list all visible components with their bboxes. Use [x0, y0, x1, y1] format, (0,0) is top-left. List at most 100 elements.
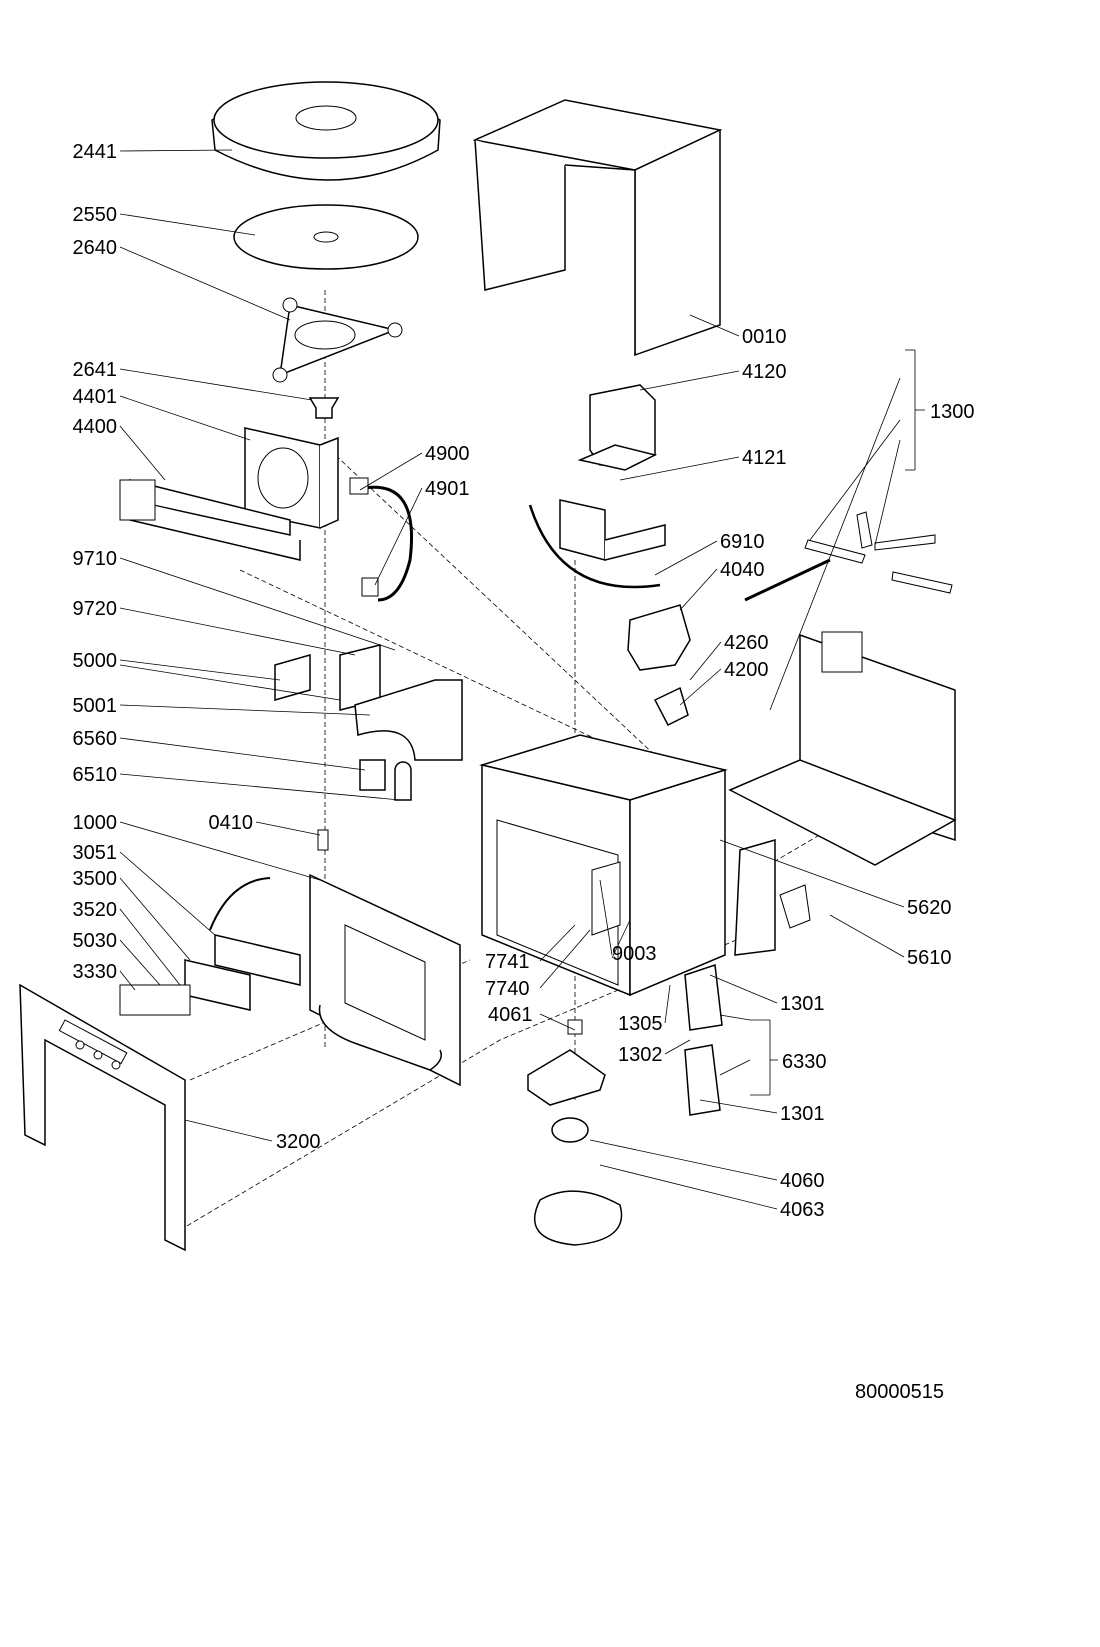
leader-line	[664, 1039, 691, 1055]
part-5610-switch	[779, 884, 811, 929]
leader-line	[119, 557, 396, 651]
leader-line	[599, 1164, 778, 1210]
part-5620-cover	[734, 839, 776, 956]
leader-line	[589, 1139, 778, 1181]
leader-line	[119, 659, 281, 681]
part-number-label: 0010	[742, 326, 787, 348]
leader-line	[709, 974, 778, 1004]
callout: 0010	[689, 314, 787, 348]
part-number-label: 6510	[73, 764, 118, 786]
part-number-label: 1305	[618, 1013, 663, 1035]
part-number-label: 2640	[73, 237, 118, 259]
leader-line	[119, 664, 341, 701]
part-0010-outer-casing	[472, 99, 723, 357]
leader-line	[119, 607, 356, 656]
part-number-label: 3200	[276, 1131, 321, 1153]
callout-labels: 2441255026402641440144009710972050005001…	[73, 141, 975, 1221]
part-4120-transformer	[528, 384, 666, 589]
leader-line	[611, 919, 631, 959]
part-6560-lamp-holder	[359, 759, 386, 791]
callout: 4200	[679, 659, 769, 706]
part-2641-coupler	[308, 397, 340, 419]
callout: 1301	[699, 1099, 825, 1125]
callout: 3051	[73, 842, 216, 936]
drawing-number: 80000515	[855, 1381, 944, 1403]
leader-line	[184, 1119, 273, 1142]
part-4200-fuse	[653, 686, 689, 727]
callout: 3200	[184, 1119, 321, 1153]
part-4040-magnetron	[627, 604, 691, 671]
part-number-label: 4401	[73, 386, 118, 408]
part-number-label: 2550	[73, 204, 118, 226]
part-number-label: 1000	[73, 812, 118, 834]
part-number-label: 4400	[73, 416, 118, 438]
leader-line	[119, 246, 291, 321]
callout: 1305	[618, 984, 671, 1035]
part-3200-front-frame	[19, 983, 186, 1252]
callout: 5000	[73, 650, 341, 701]
part-number-label: 4040	[720, 559, 765, 581]
part-number-label: 4901	[425, 478, 470, 500]
part-number-label: 3330	[73, 961, 118, 983]
part-number-label: 7741	[485, 951, 530, 973]
part-4060-motor	[527, 1019, 623, 1246]
callout: 5001	[73, 695, 371, 717]
part-number-label: 9710	[73, 548, 118, 570]
part-number-label: 1301	[780, 993, 825, 1015]
part-2640-roller-ring	[272, 297, 403, 383]
callout: 4401	[73, 386, 251, 441]
leader-line	[689, 314, 740, 337]
part-1300-rails	[744, 511, 953, 602]
part-number-label: 5620	[907, 897, 952, 919]
leader-line	[619, 456, 740, 481]
part-number-label: 4900	[425, 443, 470, 465]
part-number-label: 5000	[73, 650, 118, 672]
callout: 4040	[679, 559, 765, 611]
part-number-label: 6910	[720, 531, 765, 553]
part-number-label: 4200	[724, 659, 769, 681]
part-number-label: 4260	[724, 632, 769, 654]
leader-line	[829, 914, 905, 958]
leader-line	[119, 939, 161, 986]
leader-line	[255, 821, 321, 836]
part-number-label: 3051	[73, 842, 118, 864]
callout: 1000	[73, 812, 321, 881]
leader-line	[119, 425, 166, 481]
parts-drawing	[19, 81, 957, 1252]
part-3500-control-panel-board	[119, 877, 301, 1016]
part-number-label: 3500	[73, 868, 118, 890]
leader-line	[374, 487, 423, 586]
part-number-label: 4061	[488, 1004, 533, 1026]
callout: 5610	[829, 914, 952, 969]
part-number-label: 5610	[907, 947, 952, 969]
callout: 4063	[599, 1164, 825, 1221]
part-1000-door	[309, 873, 461, 1087]
part-2441-turntable-cover	[211, 81, 441, 181]
leader-line	[664, 984, 671, 1024]
callout: 4400	[73, 416, 166, 481]
callout: 4901	[374, 478, 470, 586]
leader-line	[359, 452, 423, 491]
part-number-label: 5001	[73, 695, 118, 717]
leader-line	[654, 540, 718, 576]
part-number-label: 9003	[612, 943, 657, 965]
leader-line	[874, 439, 901, 546]
leader-line	[119, 908, 181, 986]
callout: 1301	[709, 974, 825, 1015]
leader-line	[539, 929, 591, 989]
callout: 2640	[73, 237, 291, 321]
callout: 4060	[589, 1139, 825, 1192]
callout: 4900	[359, 443, 470, 491]
leader-line	[679, 668, 722, 706]
part-cavity	[479, 734, 728, 997]
callout: 1300	[769, 349, 975, 711]
leader-line	[119, 704, 371, 716]
part-rear-panel	[728, 631, 957, 866]
callout: 2641	[73, 359, 313, 401]
leader-line	[119, 773, 401, 801]
leader-line	[599, 879, 613, 956]
part-number-label: 6560	[73, 728, 118, 750]
part-6510-lamp	[394, 761, 412, 801]
leader-line	[809, 419, 901, 541]
